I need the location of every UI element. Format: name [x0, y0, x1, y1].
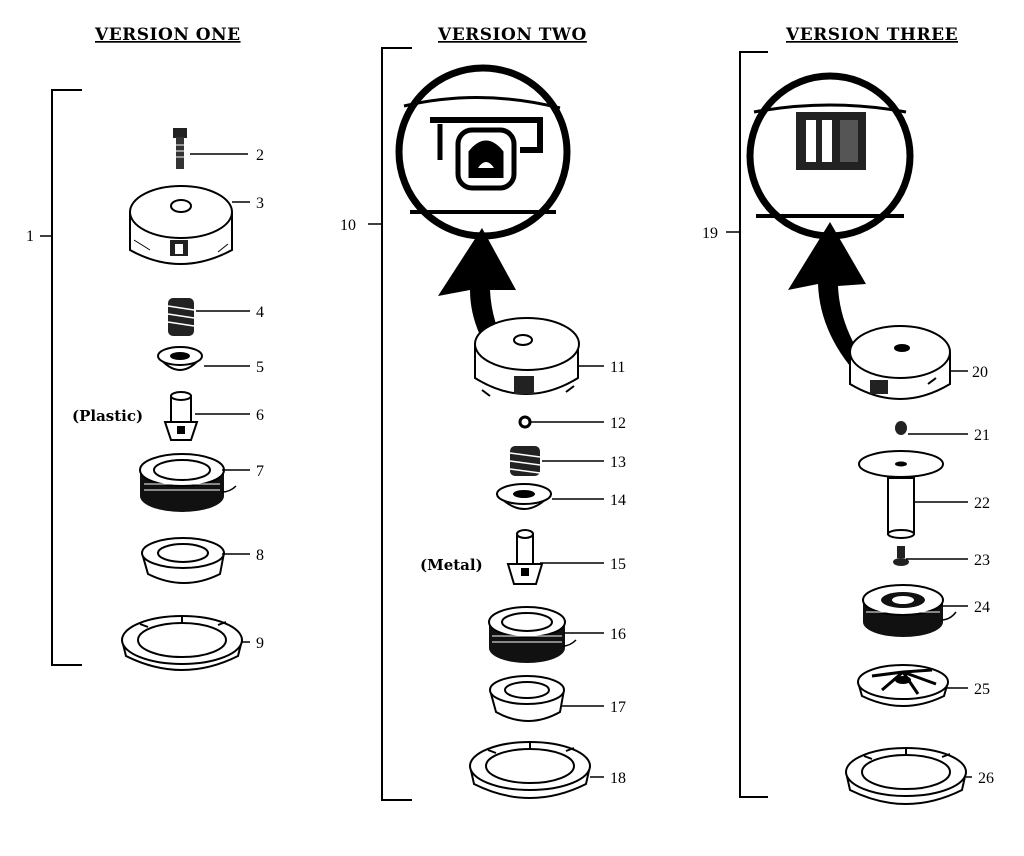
- part-number-20: 20: [972, 364, 988, 381]
- assembly-bracket-version-three: [726, 51, 768, 798]
- part-number-24: 24: [974, 599, 990, 616]
- part-number-21: 21: [974, 427, 990, 444]
- part-number-13: 13: [610, 454, 626, 471]
- part-number-11: 11: [610, 359, 625, 376]
- leader-lines-version-two: [531, 365, 604, 778]
- part-4-spring: [167, 298, 195, 336]
- part-9-retaining-ring: [121, 615, 243, 671]
- part-16-spool: [488, 606, 577, 663]
- leader-lines-version-one: [190, 153, 250, 643]
- part-number-9: 9: [256, 635, 264, 652]
- part-20-housing: [849, 325, 951, 400]
- part-number-5: 5: [256, 359, 264, 376]
- version-three-title: VERSION THREE: [785, 25, 958, 45]
- version-one-title: VERSION ONE: [94, 25, 241, 45]
- part-23-screw: [893, 546, 909, 566]
- part-number-25: 25: [974, 681, 990, 698]
- part-26-retaining-ring: [845, 747, 967, 805]
- assembly-number-10: 10: [340, 217, 356, 234]
- magnified-detail-version-three: [746, 72, 914, 240]
- part-number-16: 16: [610, 626, 626, 643]
- part-15-metal-shaft: [506, 529, 544, 585]
- part-number-18: 18: [610, 770, 626, 787]
- assembly-number-19: 19: [702, 225, 718, 242]
- part-24-spool: [862, 584, 957, 637]
- part-2-bolt: [173, 128, 187, 169]
- leader-lines-version-three: [906, 370, 972, 778]
- part-number-26: 26: [978, 770, 994, 787]
- assembly-bracket-version-one: [40, 89, 82, 666]
- part-25-star-disk: [857, 664, 949, 707]
- part-12-small-nut: [518, 415, 532, 429]
- part-number-14: 14: [610, 492, 626, 509]
- material-note-plastic: (Plastic): [72, 407, 143, 425]
- assembly-bracket-version-two: [368, 47, 412, 801]
- part-number-15: 15: [610, 556, 626, 573]
- part-17-base-cup: [489, 675, 565, 722]
- material-note-metal: (Metal): [420, 556, 483, 574]
- part-number-7: 7: [256, 463, 264, 480]
- magnified-detail-version-two: [395, 64, 571, 240]
- part-number-23: 23: [974, 552, 990, 569]
- part-number-17: 17: [610, 699, 626, 716]
- part-14-cup-washer: [496, 483, 552, 510]
- part-8-base-cup: [141, 537, 225, 584]
- part-22-drive-cylinder: [858, 450, 944, 539]
- detail-arrow-version-three: [788, 222, 882, 388]
- part-number-2: 2: [256, 147, 264, 164]
- assembly-number-1: 1: [26, 228, 34, 245]
- part-5-cup-washer: [157, 346, 203, 371]
- part-21-small-nut: [895, 421, 907, 435]
- part-11-housing: [474, 317, 580, 397]
- part-number-3: 3: [256, 195, 264, 212]
- part-6-plastic-shaft: [163, 391, 199, 441]
- part-number-6: 6: [256, 407, 264, 424]
- part-3-housing: [129, 185, 233, 265]
- part-number-22: 22: [974, 495, 990, 512]
- part-18-retaining-ring: [469, 741, 591, 799]
- part-number-12: 12: [610, 415, 626, 432]
- version-two-title: VERSION TWO: [437, 25, 587, 45]
- part-7-spool: [139, 453, 237, 512]
- part-13-spring: [509, 446, 541, 476]
- part-number-4: 4: [256, 304, 264, 321]
- part-number-8: 8: [256, 547, 264, 564]
- detail-arrow-version-two: [438, 228, 530, 388]
